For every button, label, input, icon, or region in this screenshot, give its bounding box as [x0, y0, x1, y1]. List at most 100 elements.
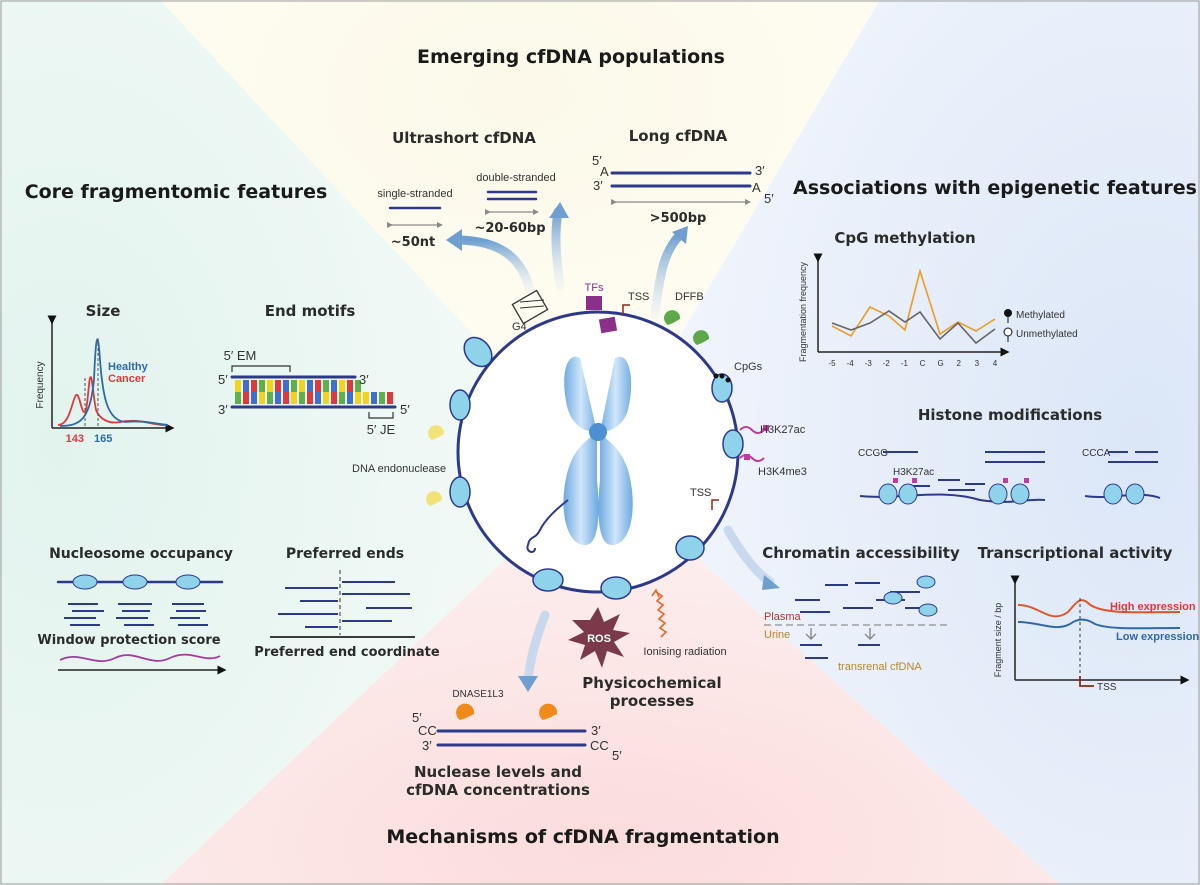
ccgg-label: CCGG [858, 448, 888, 459]
wps-curve [59, 653, 221, 663]
heading-right: Associations with epigenetic features [793, 177, 1197, 199]
base-bottom [315, 392, 321, 404]
base-top [251, 380, 257, 392]
end-motifs-title: End motifs [265, 302, 356, 320]
nucleosome-panel: Nucleosome occupancy Window protection s… [37, 546, 233, 675]
cpg-xtick: -4 [847, 359, 855, 368]
dffb-label: DFFB [675, 291, 704, 303]
preferred-title: Preferred ends [286, 546, 404, 562]
nuclease-title-2: cfDNA concentrations [406, 781, 590, 799]
legend-unmethylated: Unmethylated [1016, 329, 1078, 340]
cpgs-label: CpGs [734, 361, 763, 373]
long-title: Long cfDNA [629, 127, 728, 145]
arrow-to-ultrashort-ds [551, 207, 565, 290]
je-label: 5′ JE [367, 422, 396, 437]
long-5prime-top: 5′ [592, 153, 602, 168]
dffb-icon [693, 330, 710, 345]
base-top [331, 380, 337, 392]
unmethylated-icon [1003, 327, 1013, 337]
base-top [259, 380, 265, 392]
dnase-icon [456, 703, 475, 720]
long-a-bottom: A [752, 180, 761, 195]
heading-top: Emerging cfDNA populations [417, 46, 725, 68]
base-bottom [283, 392, 289, 404]
tss-arrow-icon [622, 304, 630, 315]
dnase-icon [539, 703, 558, 720]
tf-icon [598, 316, 618, 334]
bg-left [0, 0, 600, 885]
cpg-xtick: 4 [993, 359, 998, 368]
tfs-label: TFs [585, 282, 604, 294]
base-top [355, 380, 361, 392]
arrow-head [762, 575, 780, 590]
base-bottom [299, 392, 305, 404]
plasma-label: Plasma [764, 611, 802, 623]
base-top [347, 380, 353, 392]
base-overhang [371, 392, 377, 404]
histone-panel: Histone modifications CCGG CCCA H3K27ac [858, 406, 1161, 505]
size-panel: Size Frequency Healthy Cancer 143 165 [35, 302, 175, 445]
base-bottom [307, 392, 313, 404]
ros-label: ROS [587, 633, 611, 645]
ultrashort-panel: Ultrashort cfDNA single-stranded ~50nt d… [377, 129, 555, 250]
base-top [339, 380, 345, 392]
base-bottom [243, 392, 249, 404]
long-3prime-bottom: 3′ [593, 178, 603, 193]
ultrashort-length-ds: ~20-60bp [474, 221, 545, 236]
base-top [307, 380, 313, 392]
base-overhang [379, 392, 385, 404]
base-top [299, 380, 305, 392]
tf-icon [586, 296, 602, 310]
base-top [235, 380, 241, 392]
ultrashort-length-ss: ~50nt [391, 235, 435, 250]
legend-low: Low expression [1116, 631, 1199, 643]
long-5prime-bottom: 5′ [764, 191, 774, 206]
long-3prime-top: 3′ [755, 163, 765, 178]
physico-title-2: processes [610, 692, 695, 710]
preferred-coord-label: Preferred end coordinate [254, 645, 440, 660]
legend-healthy: Healthy [108, 361, 149, 373]
arrow-head [549, 202, 569, 218]
low-expression-curve [1017, 618, 1181, 630]
tick-143: 143 [66, 433, 84, 445]
h3k27ac-label: H3K27ac [760, 424, 806, 436]
nuclease-3prime-right: 3′ [591, 723, 601, 738]
em-3prime-right: 3′ [359, 372, 369, 387]
g4-label: G4 [512, 321, 527, 333]
legend-methylated: Methylated [1016, 310, 1065, 321]
end-motifs-panel: End motifs 5′ EM 5′ 3′ 3′ 5′ 5′ JE [218, 302, 410, 437]
chromatin-panel: Chromatin accessibility Plasma Urine tra… [762, 544, 960, 673]
base-top [291, 380, 297, 392]
heading-left: Core fragmentomic features [25, 181, 328, 203]
methylated-icon [1004, 309, 1012, 317]
base-top [323, 380, 329, 392]
cpg-ylabel: Fragmentation frequency [798, 261, 808, 362]
chromatin-title: Chromatin accessibility [762, 544, 960, 562]
endonuclease-icon [428, 425, 445, 440]
base-top [275, 380, 281, 392]
long-length: >500bp [650, 211, 707, 226]
em-5prime: 5′ [218, 372, 228, 387]
transrenal-label: transrenal cfDNA [838, 661, 922, 673]
cpg-xtick: -5 [828, 359, 836, 368]
nucleosome-title: Nucleosome occupancy [49, 546, 233, 562]
em-3prime: 3′ [218, 402, 228, 417]
ultrashort-title: Ultrashort cfDNA [392, 129, 536, 147]
tss-arrow-icon [711, 499, 719, 510]
histone-title: Histone modifications [918, 406, 1102, 424]
base-pairs [235, 380, 393, 404]
arrow-to-ultrashort-ss [450, 235, 535, 295]
nucleosomes [449, 336, 744, 600]
physico-title-1: Physicochemical [582, 674, 721, 692]
tss-label-right: TSS [690, 487, 711, 499]
base-top [267, 380, 273, 392]
arrow-head [672, 226, 688, 244]
base-overhang [363, 392, 369, 404]
dnase-label: DNASE1L3 [452, 689, 504, 700]
histone-h3k27ac-label: H3K27ac [893, 467, 934, 478]
size-title: Size [86, 302, 121, 320]
base-bottom [275, 392, 281, 404]
endonuclease-label: DNA endonuclease [352, 463, 446, 475]
g4-structure-icon [511, 289, 549, 325]
